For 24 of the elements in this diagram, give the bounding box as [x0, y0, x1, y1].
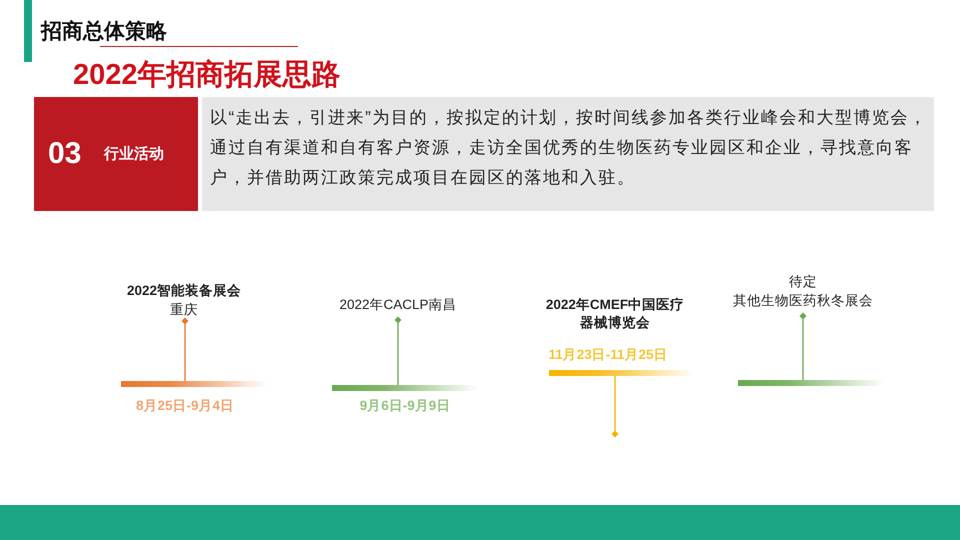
date-label: 9月6日-9月9日	[358, 397, 452, 415]
timeline-bar	[332, 385, 478, 391]
timeline-stem	[800, 312, 806, 380]
timeline-bar	[549, 370, 695, 376]
event-label: 2022年CMEF中国医疗器械博览会	[540, 296, 690, 334]
timeline-stem	[612, 376, 618, 438]
slide-title: 2022年招商拓展思路	[73, 58, 341, 93]
section-name: 行业活动	[104, 144, 164, 164]
section-heading: 招商总体策略	[41, 19, 167, 44]
timeline-bar	[738, 380, 884, 386]
event-label: 2022年CACLP南昌	[318, 296, 478, 320]
date-label: 11月23日-11月25日	[547, 346, 669, 364]
timeline-stem	[182, 318, 188, 381]
date-label: 8月25日-9月4日	[134, 397, 236, 415]
section-number: 03	[48, 137, 82, 171]
timeline-stem	[394, 316, 402, 385]
event-name: 待定	[789, 273, 817, 291]
event-detail: 重庆	[170, 301, 198, 319]
timeline-bar	[121, 381, 268, 387]
section-tab	[34, 97, 198, 211]
event-name: 2022智能装备展会	[126, 282, 242, 300]
event-detail: 其他生物医药秋冬展会	[733, 292, 873, 310]
description-panel	[202, 97, 934, 211]
description-text: 以“走出去，引进来”为目的，按拟定的计划，按时间线参加各类行业峰会和大型博览会，通过自有渠道和自有客户资源，走访全国优秀的生物医药专业园区和企业，寻找意向客户，并借助两江政策完成项目在园区的落地和入驻。	[210, 107, 928, 189]
